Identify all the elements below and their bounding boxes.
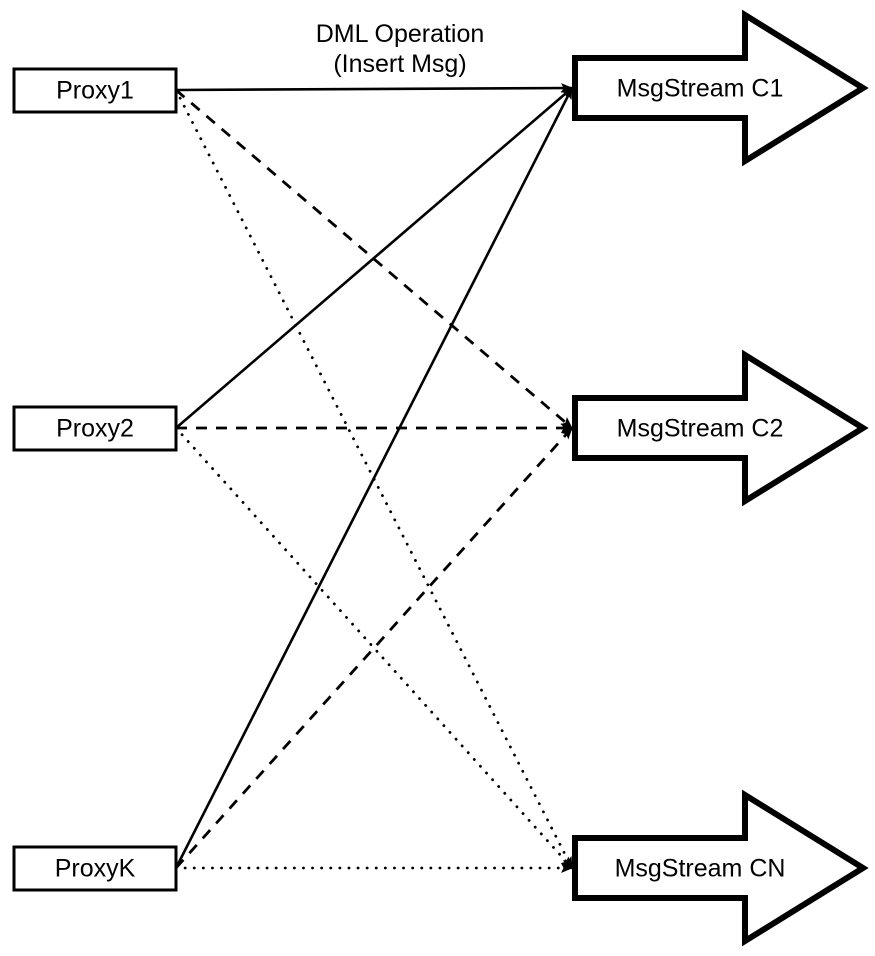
block-arrow-shape bbox=[572, 9, 869, 167]
link-solid bbox=[175, 87, 573, 429]
proxy-box-rect bbox=[12, 67, 178, 114]
block-arrow-shape bbox=[572, 789, 869, 947]
proxy-box-rect bbox=[12, 405, 178, 452]
links-layer bbox=[174, 83, 574, 873]
block-arrow-shape bbox=[572, 349, 869, 507]
msgstream-node[interactable]: MsgStream C1 bbox=[572, 9, 869, 167]
link-solid bbox=[174, 87, 574, 869]
edge-label-line2: (Insert Msg) bbox=[333, 50, 466, 78]
link-dashed bbox=[174, 427, 574, 869]
msgstream-node[interactable]: MsgStream C2 bbox=[572, 349, 869, 507]
link-solid bbox=[175, 83, 573, 94]
msgstream-label: MsgStream C1 bbox=[617, 75, 784, 103]
proxy-label: Proxy2 bbox=[56, 415, 134, 443]
proxy-node[interactable]: ProxyK bbox=[12, 845, 178, 892]
proxy-label: Proxy1 bbox=[56, 77, 134, 105]
proxy-nodes-layer: Proxy1 Proxy2 ProxyK bbox=[12, 67, 178, 892]
stream-nodes-layer: MsgStream C1 MsgStream C2 MsgStream CN bbox=[572, 9, 869, 947]
proxy-node[interactable]: Proxy2 bbox=[12, 405, 178, 452]
msgstream-node[interactable]: MsgStream CN bbox=[572, 789, 869, 947]
msgstream-label: MsgStream CN bbox=[615, 855, 786, 883]
proxy-node[interactable]: Proxy1 bbox=[12, 67, 178, 114]
proxy-label: ProxyK bbox=[55, 855, 136, 883]
proxy-box-rect bbox=[12, 845, 178, 892]
edge-label-line1: DML Operation bbox=[316, 20, 485, 48]
edge-label-group: DML Operation (Insert Msg) bbox=[316, 20, 485, 78]
msgstream-label: MsgStream C2 bbox=[617, 415, 784, 443]
